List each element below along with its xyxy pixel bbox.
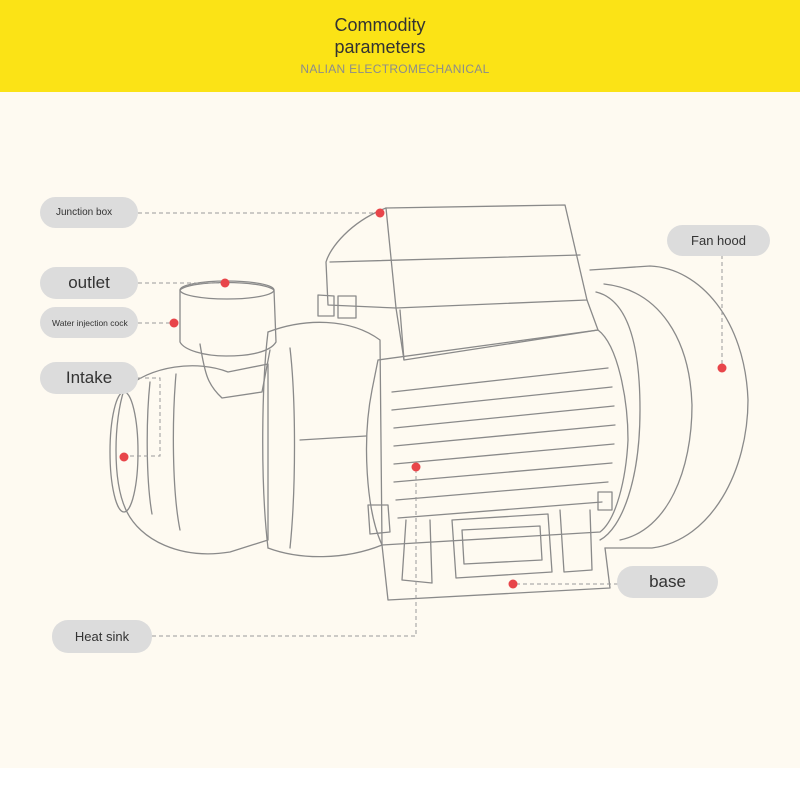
intake-housing	[123, 363, 269, 555]
label-junction-box: Junction box	[40, 197, 138, 228]
junction-box-front	[395, 299, 599, 361]
brand-subtitle: NALIAN ELECTROMECHANICAL	[300, 62, 490, 76]
label-water-injection-cock: Water injection cock	[40, 307, 138, 338]
fan-hood-outline	[589, 265, 749, 549]
markers	[119, 208, 727, 589]
marker-outlet	[220, 278, 230, 288]
junction-box-side	[325, 207, 397, 309]
junction-box-top	[385, 204, 588, 309]
label-intake: Intake	[40, 362, 138, 394]
heat-sink-fins	[391, 367, 616, 519]
leader-heat-sink	[152, 468, 417, 637]
marker-junction-box	[375, 208, 385, 218]
label-base: base	[617, 566, 718, 598]
marker-fan-hood	[717, 363, 727, 373]
header-banner: Commodity parameters NALIAN ELECTROMECHA…	[0, 0, 800, 92]
bottom-strip	[0, 768, 800, 800]
fan-hood-inner	[603, 283, 693, 541]
intake-pipe	[115, 389, 127, 511]
fan-hood-rim	[595, 291, 641, 541]
marker-heat-sink	[411, 462, 421, 472]
motor-body	[365, 329, 629, 546]
marker-intake	[119, 452, 129, 462]
marker-water-injection	[169, 318, 179, 328]
label-fan-hood: Fan hood	[667, 225, 770, 256]
page-title: Commodity parameters	[334, 15, 426, 57]
label-heat-sink: Heat sink	[52, 620, 152, 653]
marker-base	[508, 579, 518, 589]
label-outlet: outlet	[40, 267, 138, 299]
outlet-pipe	[179, 281, 277, 357]
leader-lines	[124, 212, 723, 637]
pump-casing	[267, 321, 383, 558]
leader-intake	[124, 377, 161, 457]
pump-base	[381, 544, 611, 601]
